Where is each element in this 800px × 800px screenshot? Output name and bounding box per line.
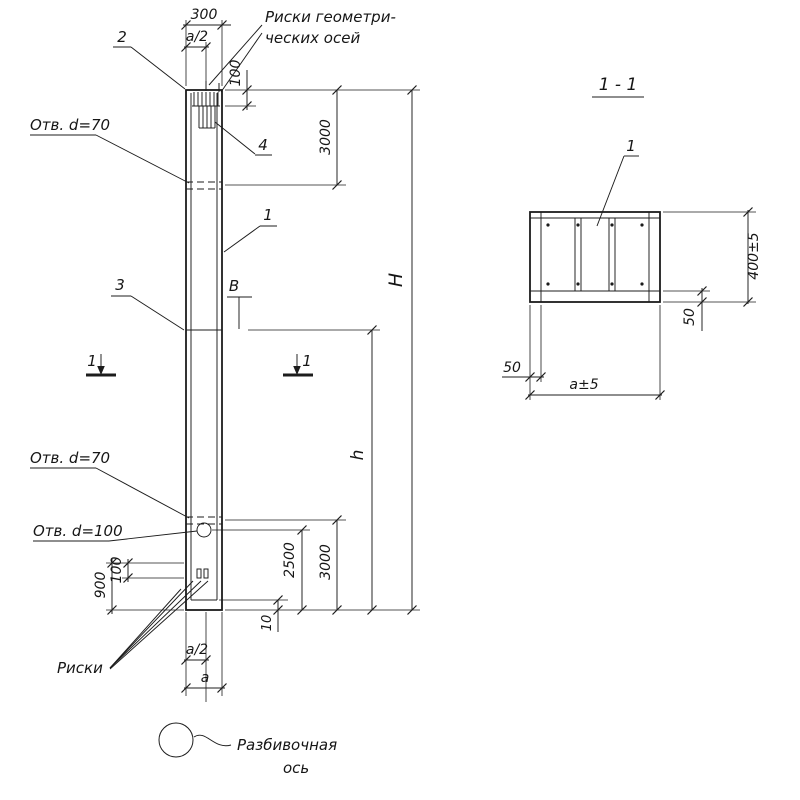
hole-d70-bottom-dashed: [186, 516, 222, 525]
dim-10-label: 10: [260, 615, 275, 632]
dim-total-height-label: Н: [385, 273, 407, 287]
hole-d70-bottom-label: Отв. d=70: [30, 449, 110, 467]
section-title: 1 - 1: [599, 75, 638, 95]
hole-d70-top-label: Отв. d=70: [30, 116, 110, 134]
dimension-ticks: [106, 19, 418, 694]
dimension-lines: [111, 24, 413, 689]
section-callout-1-label: 1: [626, 137, 636, 155]
dim-50-bottom-label: 50: [503, 360, 521, 376]
layout-axis-circle: [158, 722, 194, 758]
nail-marks: [546, 223, 644, 286]
section-inner-lines: [530, 212, 660, 302]
leader-lines: [30, 24, 277, 670]
axis-marks-note-line2: ческих осей: [265, 29, 360, 47]
dim-width-label: a±5: [569, 377, 598, 393]
column-outline: [185, 89, 223, 611]
section-leaders: [596, 155, 639, 227]
dim-100-bottom-label: 100: [109, 557, 125, 584]
dim-half-width-bottom-label: a/2: [186, 642, 208, 658]
callout-2-label: 2: [117, 28, 127, 46]
section-view: 1 - 1: [502, 75, 762, 401]
hole-d70-top-dashed: [186, 181, 222, 190]
hole-d100-label: Отв. d=100: [33, 522, 123, 540]
layout-axis-note-line1: Разбивочная: [237, 736, 337, 754]
callout-1-label: 1: [263, 206, 273, 224]
dim-3000-top-label: 3000: [318, 119, 334, 155]
extension-lines: [106, 20, 420, 702]
elevation-view: 300 a/2 2 Риски геометри- ческих осей 10…: [30, 7, 420, 777]
top-anchor-detail: [192, 92, 220, 129]
dim-half-width-top-label: a/2: [186, 29, 208, 45]
layout-axis-leader: [193, 734, 232, 747]
layout-axis-note-line2: ось: [283, 759, 309, 777]
column-inner-lines: [190, 93, 218, 601]
dim-50-right-label: 50: [682, 308, 698, 326]
dim-width-bottom-label: a: [201, 670, 210, 686]
section-arrow-left-icon: [97, 366, 105, 375]
section-dimension-ticks: [524, 206, 754, 401]
section-mark-left-label: 1: [87, 352, 97, 370]
callout-3-label: 3: [115, 276, 125, 294]
hole-d100-circle: [196, 522, 212, 538]
dim-joint-label: В: [229, 277, 239, 295]
section-cut-marks: [86, 354, 313, 377]
section-arrow-right-icon: [293, 366, 301, 375]
callout-4-label: 4: [258, 136, 268, 154]
section-extension-lines: [529, 211, 756, 400]
bottom-axis-marks: [196, 568, 209, 579]
dim-900-label: 900: [93, 572, 109, 599]
section-outline: [529, 211, 661, 303]
section-dimension-lines: [502, 210, 749, 396]
dim-100-top-label: 100: [228, 60, 244, 87]
dim-width-top-label: 300: [191, 7, 218, 23]
axis-marks-note-line1: Риски геометри-: [265, 8, 396, 26]
dim-400-label: 400±5: [746, 232, 762, 279]
section-mark-right-label: 1: [302, 352, 312, 370]
dim-3000-bottom-label: 3000: [318, 544, 334, 580]
dim-lower-height-label: h: [348, 450, 368, 461]
marks-note-label: Риски: [57, 659, 103, 677]
dim-2500-label: 2500: [282, 542, 298, 578]
